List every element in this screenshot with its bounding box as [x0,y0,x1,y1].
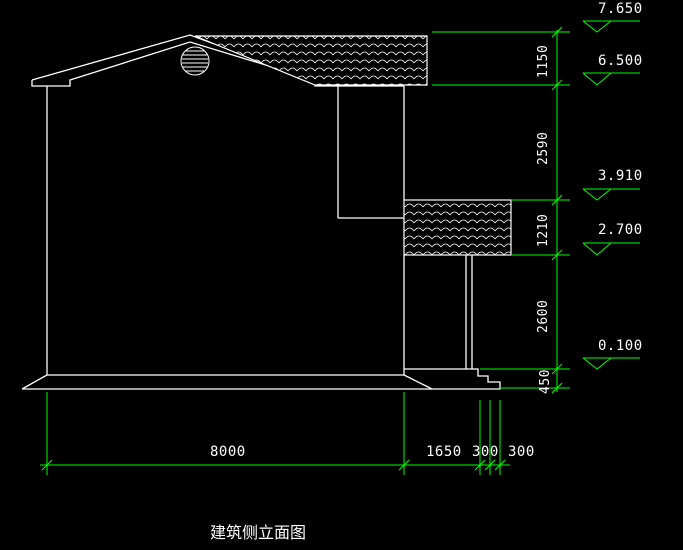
elevation-label: 6.500 [598,53,643,69]
vertical-dimension-chain [432,26,570,394]
vertical-dimension-label: 2600 [536,299,551,333]
horizontal-dimension-label: 300 [472,444,499,460]
vertical-dimension-label: 2590 [536,131,551,165]
vertical-dimension-label: 450 [538,369,553,394]
elevation-label: 2.700 [598,222,643,238]
horizontal-dimension-label: 8000 [210,444,246,460]
horizontal-dimension-chain [40,392,510,475]
gable-vent-icon [180,46,210,76]
porch-roof-tiles [403,199,512,256]
horizontal-dimension-label: 1650 [426,444,462,460]
elevation-label: 7.650 [598,1,643,17]
building-outline [21,34,501,390]
upper-roof-tiles [194,35,428,86]
vertical-dimension-label: 1210 [536,213,551,247]
horizontal-dimension-label: 300 [508,444,535,460]
elevation-markers [582,20,640,370]
vertical-dimension-label: 1150 [536,44,551,78]
drawing-title: 建筑侧立面图 [210,523,307,542]
elevation-label: 3.910 [598,168,643,184]
elevation-label: 0.100 [598,338,643,354]
